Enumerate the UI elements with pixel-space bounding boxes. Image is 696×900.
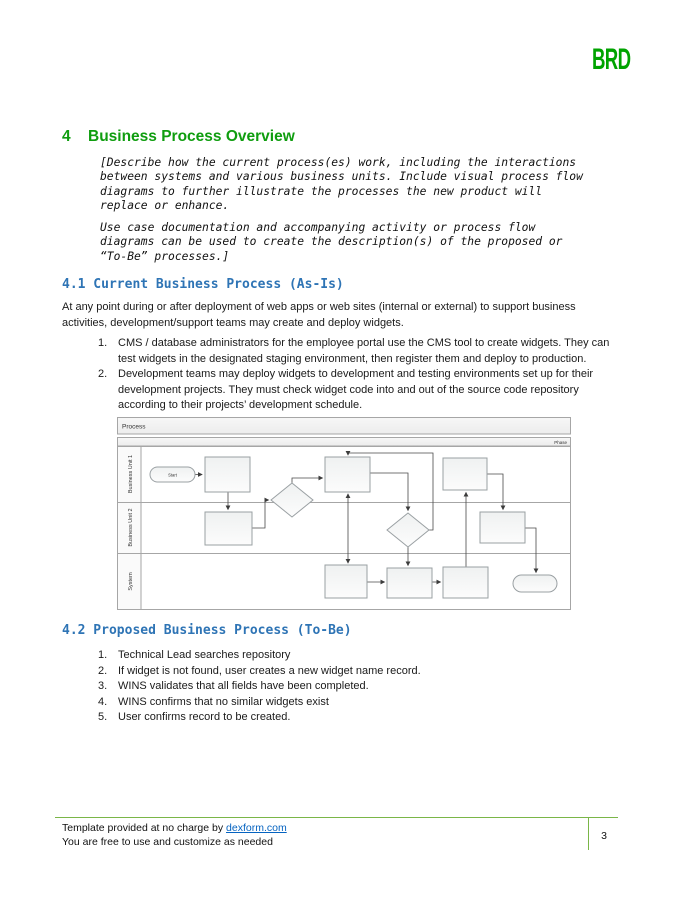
list-item-number: 2. xyxy=(98,664,108,677)
list-item-text: If widget is not found, user creates a n… xyxy=(118,664,421,677)
lane-label-business-unit-2: Business Unit 2 xyxy=(128,508,134,546)
process-box xyxy=(479,511,526,544)
guidance-paragraph-2: Use case documentation and accompanying … xyxy=(100,221,563,263)
diagram-title-label: Process xyxy=(122,424,146,431)
process-box xyxy=(442,457,488,491)
list-item-number: 1. xyxy=(98,337,108,349)
diagram-title-band xyxy=(117,417,571,435)
footer-credit-text: Template provided at no charge by xyxy=(62,822,227,834)
list-item-number: 5. xyxy=(98,711,108,723)
connector xyxy=(291,475,324,483)
connector xyxy=(252,497,270,529)
list-item-number: 4. xyxy=(98,695,108,708)
list-item-number: 3. xyxy=(98,680,108,692)
list-item: 2. Development teams may deploy widgets … xyxy=(62,367,640,414)
connector xyxy=(525,527,539,574)
section-4-number: 4 xyxy=(62,128,71,145)
connector xyxy=(370,472,411,512)
section-4-1-intro: At any point during or after deployment … xyxy=(62,301,576,329)
lane-label-business-unit-1: Business Unit 1 xyxy=(128,455,134,493)
diagram-phase-label: Phase xyxy=(554,440,567,445)
list-item: 1. CMS / database administrators for the… xyxy=(62,336,640,367)
to-be-list: 1. Technical Lead searches repository 2.… xyxy=(62,648,640,726)
footer: Template provided at no charge by dexfor… xyxy=(62,821,287,849)
section-4-2-heading: 4.2 Proposed Business Process (To-Be) xyxy=(62,623,352,638)
footer-line-1: Template provided at no charge by dexfor… xyxy=(62,821,287,835)
list-item-number: 1. xyxy=(98,649,108,661)
process-box xyxy=(386,567,433,599)
as-is-list: 1. CMS / database administrators for the… xyxy=(62,336,640,414)
list-item-text: Development teams may deploy widgets to … xyxy=(118,368,594,411)
process-box xyxy=(442,566,489,599)
start-node xyxy=(149,466,196,483)
section-4-heading: 4 Business Process Overview xyxy=(62,128,295,146)
list-item: 1. Technical Lead searches repository xyxy=(62,648,640,664)
start-node-label: Start xyxy=(168,472,178,477)
footer-line-2: You are free to use and customize as nee… xyxy=(62,836,273,848)
list-item-number: 2. xyxy=(98,368,108,380)
connector xyxy=(345,451,434,531)
lane-label-system: System xyxy=(128,572,134,591)
decision-diamond xyxy=(270,482,314,518)
diagram-phase-band xyxy=(117,437,571,447)
process-box xyxy=(204,511,253,546)
section-4-1-heading: 4.1 Current Business Process (As-Is) xyxy=(62,277,344,292)
list-item-text: Technical Lead searches repository xyxy=(118,649,291,661)
process-box xyxy=(324,456,371,493)
list-item-text: CMS / database administrators for the em… xyxy=(118,337,610,365)
brd-logo: BRD xyxy=(592,43,631,76)
process-box xyxy=(204,456,251,493)
lane-label-column xyxy=(117,446,142,610)
process-box xyxy=(324,564,368,599)
end-node xyxy=(512,574,558,593)
process-flow-diagram: Process Phase Business Unit 1 Business U… xyxy=(117,417,571,610)
footer-page-number-divider xyxy=(588,818,589,850)
list-item: 5. User confirms record to be created. xyxy=(62,710,640,726)
guidance-paragraph-1: [Describe how the current process(es) wo… xyxy=(100,156,583,212)
footer-separator-line xyxy=(55,817,618,818)
list-item: 4. WINS confirms that no similar widgets… xyxy=(62,695,640,711)
page-number: 3 xyxy=(601,830,607,842)
list-item: 2. If widget is not found, user creates … xyxy=(62,664,640,680)
decision-diamond xyxy=(386,512,430,548)
dexform-link[interactable]: dexform.com xyxy=(226,822,287,834)
list-item: 3. WINS validates that all fields have b… xyxy=(62,679,640,695)
list-item-text: User confirms record to be created. xyxy=(118,711,291,723)
list-item-text: WINS validates that all fields have been… xyxy=(118,680,369,692)
list-item-text: WINS confirms that no similar widgets ex… xyxy=(118,695,329,708)
section-4-title: Business Process Overview xyxy=(88,128,295,145)
connector xyxy=(487,473,506,511)
